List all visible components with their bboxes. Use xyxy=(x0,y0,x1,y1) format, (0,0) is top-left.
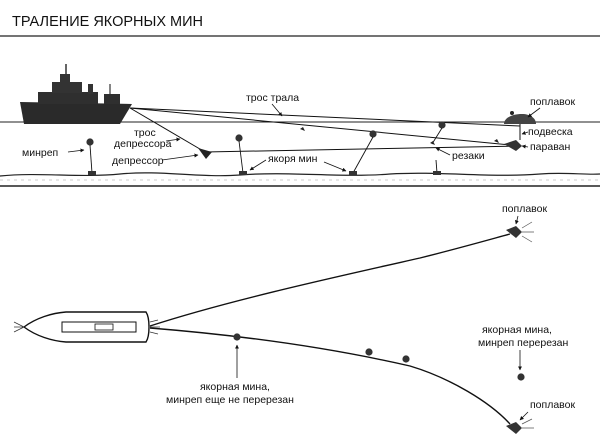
cutter-marks xyxy=(300,127,499,145)
label-sweep-wire: трос трала xyxy=(246,92,299,104)
sweep-wire-lower-plan xyxy=(149,327,511,425)
label-anchors: якоря мин xyxy=(268,153,318,165)
diagram-title: ТРАЛЕНИЕ ЯКОРНЫХ МИН xyxy=(12,14,203,30)
sweep-wire-to-paravane xyxy=(129,107,521,127)
mine-4 xyxy=(431,121,446,175)
float-bottom-plan xyxy=(506,418,534,434)
label-mine-uncut-line2: минреп еще не перерезан xyxy=(166,394,294,406)
float-top-plan xyxy=(506,221,534,243)
top-view-panel: поплавок поплавок якорная мина, минреп п… xyxy=(0,185,600,434)
label-mine-cut-line2: минреп перерезан xyxy=(478,337,568,349)
mine-3 xyxy=(349,130,377,175)
mine-uncut-plan xyxy=(233,333,241,341)
mine-plan-3 xyxy=(402,355,410,363)
label-kite-wire-line2: депрессора xyxy=(114,138,172,150)
label-mine-uncut-line1: якорная мина, xyxy=(200,381,270,393)
label-float-top: поплавок xyxy=(502,203,547,215)
minesweeper-ship xyxy=(20,64,132,124)
label-mine-cut-line1: якорная мина, xyxy=(482,324,552,336)
sea-bottom xyxy=(0,172,600,177)
label-paravane: параван xyxy=(530,141,571,153)
kite-wire xyxy=(129,107,206,153)
kite xyxy=(198,148,212,159)
label-pendant: подвеска xyxy=(528,126,573,138)
label-kite: депрессор xyxy=(112,155,164,167)
sweep-wire-lower xyxy=(129,107,521,147)
side-view-panel: трос трала поплавок трос депрессора депр… xyxy=(0,35,600,181)
ship-plan-view xyxy=(13,311,160,343)
paravane-icon xyxy=(504,140,522,151)
label-float: поплавок xyxy=(530,96,575,108)
mine-2 xyxy=(235,134,247,175)
mine-left xyxy=(86,138,96,175)
label-cutters: резаки xyxy=(452,150,485,162)
sweep-wire-upper-plan xyxy=(149,233,511,327)
mine-cut-plan xyxy=(517,373,525,381)
sweep-wire-to-kite xyxy=(204,145,521,153)
label-kite-wire-line1: трос xyxy=(134,127,156,139)
mine-plan-2 xyxy=(365,348,373,356)
label-mine-rope: минреп xyxy=(22,147,58,159)
label-float-bottom: поплавок xyxy=(530,399,575,411)
